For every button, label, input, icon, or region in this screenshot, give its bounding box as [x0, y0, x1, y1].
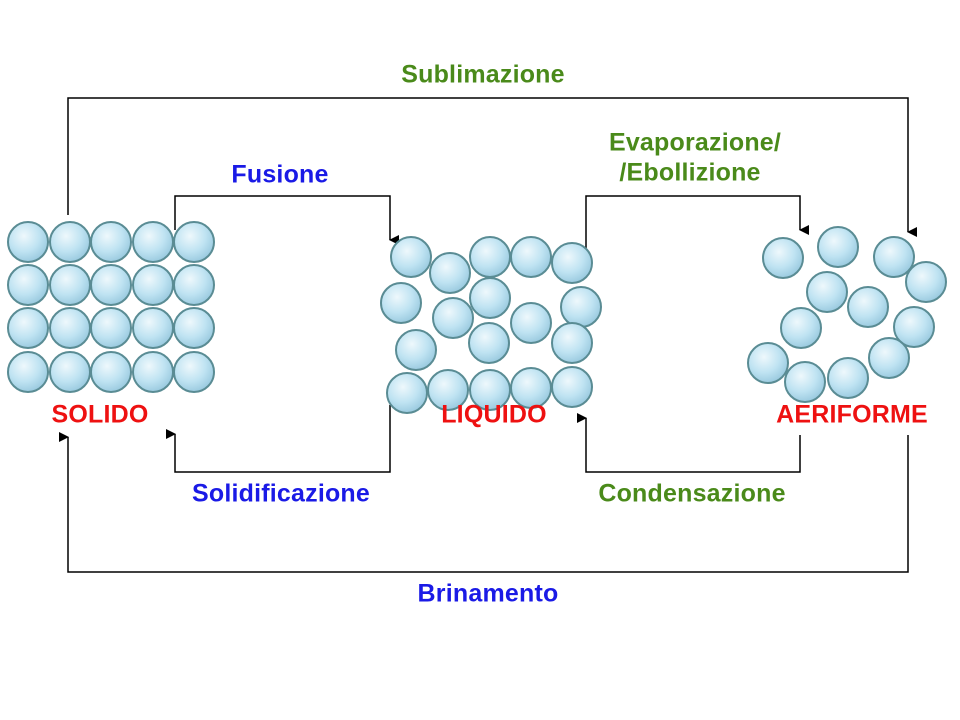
solidification-label: Solidificazione: [191, 479, 371, 508]
gas-particle: [893, 306, 935, 348]
liquid-particle: [386, 372, 428, 414]
solid-particle: [49, 351, 91, 393]
gas-particle: [868, 337, 910, 379]
liquid-particle: [469, 236, 511, 278]
solid-particle: [49, 264, 91, 306]
gas-particle: [817, 226, 859, 268]
condensation-label: Condensazione: [598, 479, 786, 508]
gas-particle: [847, 286, 889, 328]
fusion-label: Fusione: [231, 160, 329, 189]
solid-particle: [173, 307, 215, 349]
liquid-particle: [469, 277, 511, 319]
solid-particle: [132, 264, 174, 306]
gas-particle: [784, 361, 826, 403]
evaporation-arrow: [585, 195, 809, 248]
evaporation-label-line2: /Ebollizione: [619, 158, 761, 187]
gas-particle: [780, 307, 822, 349]
liquid-particle: [429, 252, 471, 294]
solid-particle: [132, 351, 174, 393]
particles: [7, 221, 947, 414]
solidification-arrow: [166, 405, 391, 473]
fusion-arrow: [174, 195, 399, 245]
gas-particle: [747, 342, 789, 384]
solid-particle: [90, 351, 132, 393]
solid-particle: [173, 351, 215, 393]
liquid-particle: [551, 322, 593, 364]
solid-particle: [49, 307, 91, 349]
gas-particle: [827, 357, 869, 399]
solid-particle: [7, 307, 49, 349]
liquid-particle: [390, 236, 432, 278]
gas-particle: [873, 236, 915, 278]
liquid-particle: [468, 322, 510, 364]
solid-state-label: SOLIDO: [51, 400, 149, 429]
solid-particle: [90, 264, 132, 306]
liquid-particle: [551, 242, 593, 284]
gas-particle: [762, 237, 804, 279]
liquid-particle: [427, 369, 469, 411]
evaporation-label-line1: Evaporazione/: [608, 128, 782, 157]
liquid-particle: [510, 302, 552, 344]
solid-particle: [7, 221, 49, 263]
solid-particle: [173, 264, 215, 306]
liquid-particle: [551, 366, 593, 408]
deposition-arrow: [59, 432, 909, 573]
solid-particle: [90, 307, 132, 349]
liquid-particle: [469, 369, 511, 411]
liquid-particle: [510, 367, 552, 409]
solid-particle: [7, 264, 49, 306]
gas-particle: [806, 271, 848, 313]
sublimation-label: Sublimazione: [401, 60, 565, 89]
condensation-arrow: [577, 413, 801, 473]
solid-particle: [132, 221, 174, 263]
liquid-particle: [432, 297, 474, 339]
liquid-particle: [560, 286, 602, 328]
liquid-state-label: LIQUIDO: [441, 400, 547, 429]
liquid-particle: [395, 329, 437, 371]
solid-particle: [132, 307, 174, 349]
liquid-particle: [380, 282, 422, 324]
solid-particle: [90, 221, 132, 263]
solid-particle: [49, 221, 91, 263]
sublimation-arrow: [67, 97, 917, 237]
solid-particle: [7, 351, 49, 393]
liquid-particle: [510, 236, 552, 278]
deposition-label: Brinamento: [417, 579, 559, 608]
gas-particle: [905, 261, 947, 303]
gas-state-label: AERIFORME: [776, 400, 928, 429]
solid-particle: [173, 221, 215, 263]
